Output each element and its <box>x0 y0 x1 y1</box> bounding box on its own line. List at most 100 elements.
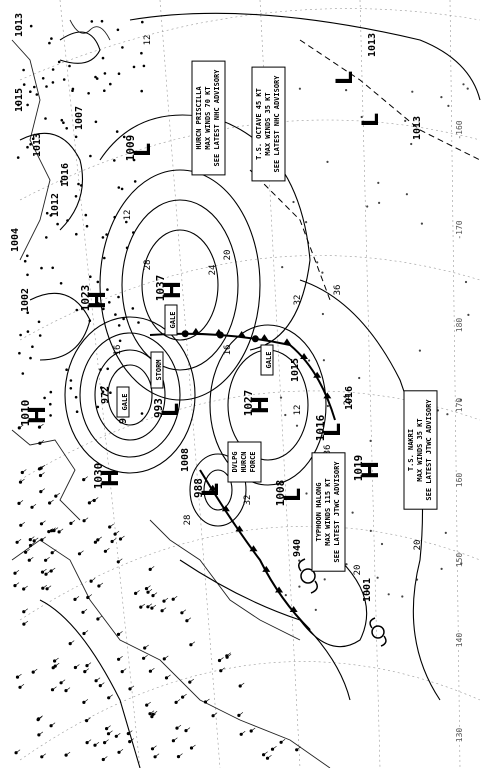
station-dot <box>21 372 25 375</box>
station-plots <box>13 19 470 762</box>
trough-lines <box>249 39 481 301</box>
station-dot <box>40 266 43 270</box>
pressure-label: 1007 <box>74 106 85 130</box>
ship-report-dot <box>420 222 423 225</box>
station-dot <box>26 145 29 149</box>
ship-report-dot <box>464 280 468 284</box>
force-line: HURCN <box>240 451 248 472</box>
advisory-line: SEE LATEST NHC ADVISORY <box>213 69 221 167</box>
ship-report-dot <box>351 511 354 514</box>
advisory-line: SEE LATEST JTWC ADVISORY <box>425 399 433 501</box>
warning-text: GALE <box>169 312 177 329</box>
longitude-label: 140 <box>455 633 464 648</box>
pressure-label: 1013 <box>412 116 423 140</box>
high-value-h4: 1030 <box>92 463 105 490</box>
station-dot <box>26 103 29 107</box>
station-dot <box>29 143 32 146</box>
advisory-line: MAX WINDS 70 KT <box>204 86 212 149</box>
isobar-tag: 20 <box>413 540 423 551</box>
station-dot <box>125 220 128 224</box>
station-dot <box>94 120 98 124</box>
ship-report-dot <box>459 398 462 401</box>
cold-front-triangle <box>275 586 284 593</box>
ship-report-dot <box>360 115 363 119</box>
ship-report-dot <box>366 589 369 592</box>
ship-report-dot <box>410 142 413 146</box>
longitude-label: -170 <box>455 220 464 239</box>
station-dot <box>50 37 53 40</box>
station-dot <box>51 266 54 270</box>
pressure-label: 1016 <box>344 386 355 410</box>
cold-front-triangle <box>237 331 246 338</box>
ship-report-dot <box>308 359 311 362</box>
station-dot <box>22 83 26 86</box>
pressure-label: 1013 <box>14 13 25 37</box>
force-line: FORCE <box>249 451 257 472</box>
station-dot <box>140 89 143 93</box>
station-dot <box>105 233 108 236</box>
isobar-tag: 16 <box>113 345 123 356</box>
station-dot <box>118 339 122 343</box>
station-dot <box>59 282 63 285</box>
station-dot <box>49 214 53 217</box>
warm-front-semicircle <box>251 335 259 343</box>
isobar-tag: 32 <box>293 295 303 306</box>
advisory-line: T.S. OCTAVE 45 KT <box>255 88 263 160</box>
low-center-l6: L <box>333 71 358 85</box>
cold-front-triangle <box>221 505 230 512</box>
advisory-line: SEE LATEST JTWC ADVISORY <box>333 461 341 563</box>
advisory-line: MAX WINDS 35 KT <box>264 92 272 155</box>
warning-text: STORM <box>155 359 163 380</box>
station-dot <box>26 311 30 315</box>
longitude-label: -160 <box>455 120 464 139</box>
pressure-label: 1008 <box>180 448 191 472</box>
ship-report-dot <box>377 181 380 184</box>
ship-report-dot <box>387 593 390 596</box>
station-dot <box>75 410 79 414</box>
isobar-tag: 36 <box>323 445 333 456</box>
station-dot <box>115 130 119 133</box>
station-dot <box>89 275 92 279</box>
isobar-tag: 28 <box>143 260 153 271</box>
high-center-h1: H <box>161 281 186 299</box>
pressure-label: 1013 <box>367 33 378 57</box>
station-dot <box>122 135 126 139</box>
ship-report-dot <box>366 205 369 208</box>
warm-front-semicircle <box>216 331 224 339</box>
front-symbols <box>168 327 332 613</box>
tropical-cyclone-symbols <box>298 558 387 647</box>
ship-report-dot <box>298 87 301 90</box>
ship-report-dot <box>326 404 329 408</box>
ship-report-dot <box>378 201 381 204</box>
station-dot <box>29 24 33 28</box>
station-dot <box>109 391 112 395</box>
station-dot <box>117 186 121 189</box>
station-dot <box>26 330 30 333</box>
station-dot <box>121 46 124 49</box>
station-dot <box>35 93 39 96</box>
station-dot <box>117 72 121 75</box>
station-dot <box>60 180 63 183</box>
station-dot <box>74 135 78 139</box>
ship-report-dot <box>298 585 301 588</box>
cold-front-triangle <box>282 338 291 345</box>
high-value-h5: 1010 <box>19 400 32 427</box>
station-dot <box>140 412 144 415</box>
station-dot <box>26 254 29 258</box>
station-dot <box>74 195 78 198</box>
station-dot <box>23 259 27 263</box>
station-dot <box>48 41 51 45</box>
station-dot <box>109 82 112 86</box>
station-dot <box>68 64 71 68</box>
ship-report-dot <box>440 96 443 99</box>
ship-report-dot <box>401 595 404 598</box>
longitude-label: 180 <box>455 318 464 333</box>
advisory-line: T.S. NAKRI <box>407 429 415 471</box>
ship-report-dot <box>284 413 287 417</box>
low-value-l4: 993 <box>152 398 165 418</box>
station-dot <box>56 222 59 226</box>
